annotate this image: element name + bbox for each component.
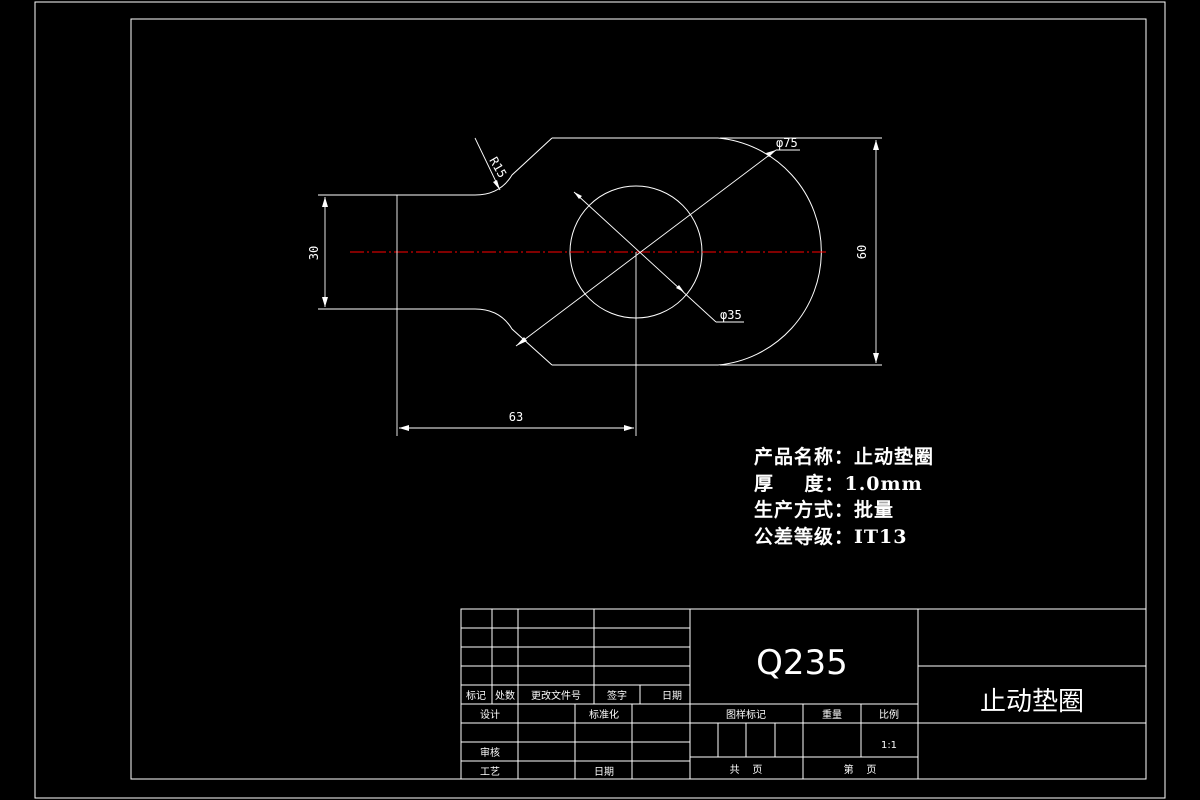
rev-header-count: 处数 [495, 689, 515, 702]
upper-fillet [474, 137, 553, 196]
note-label: 生产方式： [754, 499, 855, 521]
rev-header-date: 日期 [662, 690, 682, 702]
note-row-thickness: 厚 度：1.0mm [754, 471, 934, 498]
dim-60-arrow-bottom [873, 353, 879, 363]
stage-mark-label: 图样标记 [726, 708, 766, 721]
phi35-arrow-a [574, 192, 582, 199]
material-label: Q235 [756, 643, 848, 683]
standardization-label: 标准化 [589, 708, 619, 721]
technical-notes: 产品名称：止动垫圈 厚 度：1.0mm 生产方式：批量 公差等级：IT13 [754, 444, 934, 550]
note-value: 批量 [854, 499, 895, 521]
scale-value: 1:1 [881, 740, 897, 751]
process-label: 工艺 [480, 766, 500, 778]
dim-63-arrow-left [399, 425, 409, 431]
dim-30-arrow-top [322, 197, 328, 207]
title-block-labels: 标记 处数 更改文件号 签字 日期 设计 标准化 审核 工艺 日期 图样标记 重… [466, 689, 899, 778]
sheet-number-label: 第 页 [844, 763, 877, 776]
review-label: 审核 [480, 746, 500, 759]
note-label: 公差等级： [754, 525, 855, 548]
scale-label: 比例 [879, 708, 899, 721]
dim-phi35-label: φ35 [720, 308, 742, 322]
dim-r15-label: R15 [486, 155, 509, 181]
dim-60-label: 60 [855, 245, 869, 259]
phi75-leader [515, 149, 777, 347]
note-value: 1.0mm [844, 472, 923, 495]
part-outline [318, 137, 822, 366]
rev-header-sign: 签字 [607, 689, 627, 702]
rev-header-doc: 更改文件号 [531, 689, 581, 702]
dim-phi75-label: φ75 [776, 136, 798, 150]
title-block [460, 608, 1147, 780]
note-value: 止动垫圈 [854, 446, 935, 468]
dim-30-arrow-bottom [322, 297, 328, 307]
phi35-arrow-b [676, 285, 684, 292]
dim-60-arrow-top [873, 140, 879, 150]
part-name-label: 止动垫圈 [980, 687, 1084, 717]
date-label: 日期 [594, 766, 614, 778]
note-row-name: 产品名称：止动垫圈 [754, 444, 934, 471]
phi75-arrow-high [766, 150, 776, 157]
design-label: 设计 [480, 708, 500, 721]
dimension-labels: R15 φ75 φ35 30 60 63 [307, 136, 869, 424]
dim-63-arrow-right [624, 425, 634, 431]
dim-30-label: 30 [307, 246, 321, 260]
phi35-leader [573, 191, 717, 323]
inner-frame [130, 18, 1147, 780]
lower-fillet [474, 308, 553, 366]
r15-arrow [493, 180, 500, 190]
phi75-arrow-low [516, 337, 527, 346]
note-label: 厚 度： [754, 472, 845, 495]
weight-label: 重量 [822, 708, 842, 721]
note-row-tolerance: 公差等级：IT13 [754, 524, 934, 551]
dim-63-label: 63 [509, 410, 523, 424]
note-label: 产品名称： [754, 446, 855, 468]
note-row-production: 生产方式：批量 [754, 497, 934, 524]
total-sheets-label: 共 页 [730, 764, 763, 776]
rev-header-mark: 标记 [466, 690, 486, 702]
dimension-lines [324, 137, 882, 436]
outer-border [34, 1, 1166, 799]
arrowheads [322, 140, 879, 431]
note-value: IT13 [854, 525, 908, 548]
